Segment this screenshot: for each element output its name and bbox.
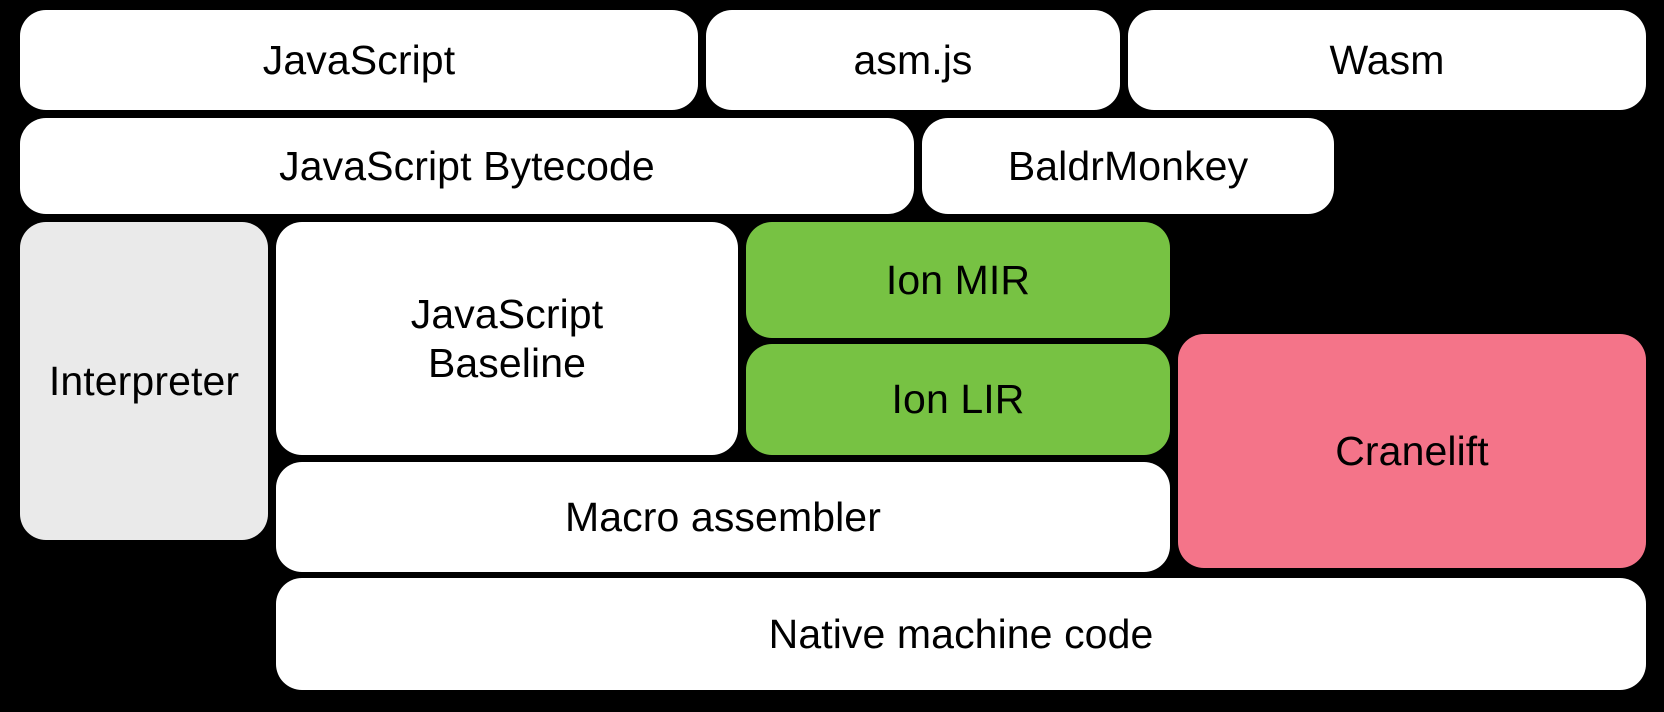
node-wasm: Wasm: [1128, 10, 1646, 110]
node-javascript: JavaScript: [20, 10, 698, 110]
node-native-machine-code: Native machine code: [276, 578, 1646, 690]
node-javascript-bytecode: JavaScript Bytecode: [20, 118, 914, 214]
node-cranelift: Cranelift: [1178, 334, 1646, 568]
node-asm-js: asm.js: [706, 10, 1120, 110]
node-javascript-baseline: JavaScript Baseline: [276, 222, 738, 455]
node-ion-mir: Ion MIR: [746, 222, 1170, 338]
node-baldrmonkey: BaldrMonkey: [922, 118, 1334, 214]
node-ion-lir: Ion LIR: [746, 344, 1170, 455]
node-interpreter: Interpreter: [20, 222, 268, 540]
node-macro-assembler: Macro assembler: [276, 462, 1170, 572]
